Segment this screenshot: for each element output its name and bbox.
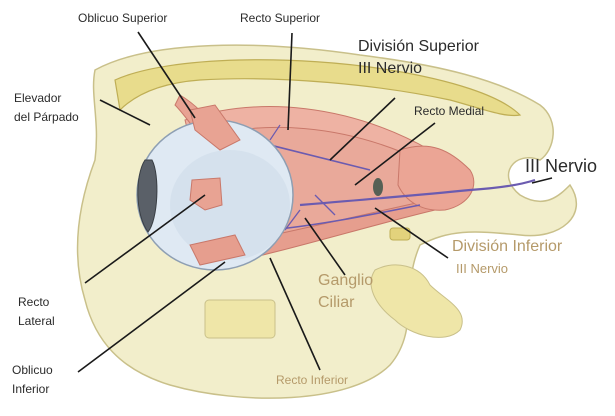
label-recto-superior: Recto Superior <box>240 12 320 26</box>
label-recto-lateral-line1: Recto <box>18 296 49 310</box>
label-ganglio-line2: Ciliar <box>318 294 354 312</box>
bone-block-left <box>205 300 275 338</box>
label-division-inferior: División Inferior <box>452 238 562 256</box>
label-recto-medial: Recto Medial <box>414 105 484 119</box>
optic-nerve-spot <box>373 178 383 196</box>
label-recto-lateral-line2: Lateral <box>18 315 55 329</box>
label-iii-nervio-inferior: III Nervio <box>456 262 508 277</box>
label-oblicuo-inferior-line1: Oblicuo <box>12 364 53 378</box>
label-elevador-line1: Elevador <box>14 92 61 106</box>
label-iii-nervio-main: III Nervio <box>525 156 597 177</box>
label-elevador-line2: del Párpado <box>14 111 79 125</box>
label-iii-nervio-superior: III Nervio <box>358 60 422 78</box>
label-oblicuo-superior: Oblicuo Superior <box>78 12 167 26</box>
label-ganglio-line1: Ganglio <box>318 272 373 290</box>
label-recto-inferior: Recto Inferior <box>276 374 348 388</box>
label-oblicuo-inferior-line2: Inferior <box>12 383 49 397</box>
label-division-superior: División Superior <box>358 38 479 56</box>
